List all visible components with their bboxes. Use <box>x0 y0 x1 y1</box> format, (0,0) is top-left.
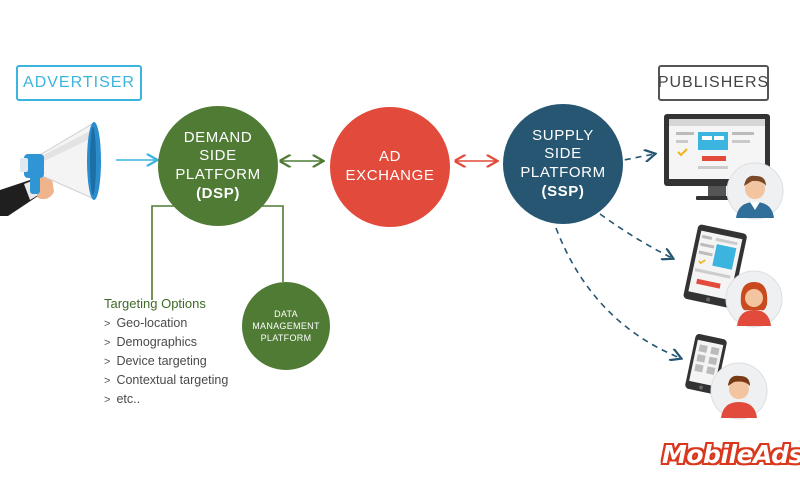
chevron-right-icon: > <box>104 356 111 368</box>
publishers-label: PUBLISHERS <box>657 74 770 91</box>
targeting-title: Targeting Options <box>104 296 206 311</box>
exchange-label-line2: EXCHANGE <box>345 167 435 184</box>
ad-exchange-circle: AD EXCHANGE <box>330 107 450 227</box>
dsp-label-line1: DEMAND <box>183 128 253 146</box>
advertiser-label-box: ADVERTISER <box>16 65 142 101</box>
dmp-label-line3: PLATFORM <box>260 333 312 344</box>
chevron-right-icon: > <box>104 318 111 330</box>
chevron-right-icon: > <box>104 375 111 387</box>
targeting-option: >Demographics <box>104 335 198 349</box>
dsp-label-line2: SIDE <box>199 147 237 165</box>
mobileads-logo: MobileAds <box>662 440 800 469</box>
targeting-option: >Contextual targeting <box>104 373 229 387</box>
chevron-right-icon: > <box>104 394 111 406</box>
ssp-label-line1: SUPPLY <box>532 126 594 144</box>
ssp-circle: SUPPLY SIDE PLATFORM (SSP) <box>503 104 623 224</box>
ssp-label-line3: PLATFORM <box>520 164 606 181</box>
ssp-to-tablet-arrow <box>599 213 672 258</box>
chevron-right-icon: > <box>104 337 111 349</box>
dsp-label-line4: (DSP) <box>196 184 240 202</box>
exchange-label-line1: AD <box>378 148 402 166</box>
dmp-circle: DATA MANAGEMENT PLATFORM <box>242 282 330 370</box>
ssp-to-phone-arrow <box>555 227 680 358</box>
ssp-label-line4: (SSP) <box>541 182 585 200</box>
person-avatar-icon <box>710 362 768 420</box>
targeting-option: >etc.. <box>104 392 141 406</box>
publishers-label-box: PUBLISHERS <box>658 65 769 101</box>
dsp-circle: DEMAND SIDE PLATFORM (DSP) <box>158 106 278 226</box>
person-avatar-icon <box>725 270 783 328</box>
targeting-options: Targeting Options >Geo-location >Demogra… <box>104 296 228 411</box>
person-avatar-icon <box>726 162 784 220</box>
dmp-label-line1: DATA <box>274 308 298 319</box>
targeting-option: >Device targeting <box>104 354 207 368</box>
targeting-option: >Geo-location <box>104 316 188 330</box>
dsp-label-line3: PLATFORM <box>175 166 261 183</box>
dmp-label-line2: MANAGEMENT <box>252 320 320 331</box>
ssp-label-line2: SIDE <box>544 145 582 163</box>
megaphone-icon <box>0 122 101 216</box>
advertiser-label: ADVERTISER <box>23 74 135 91</box>
